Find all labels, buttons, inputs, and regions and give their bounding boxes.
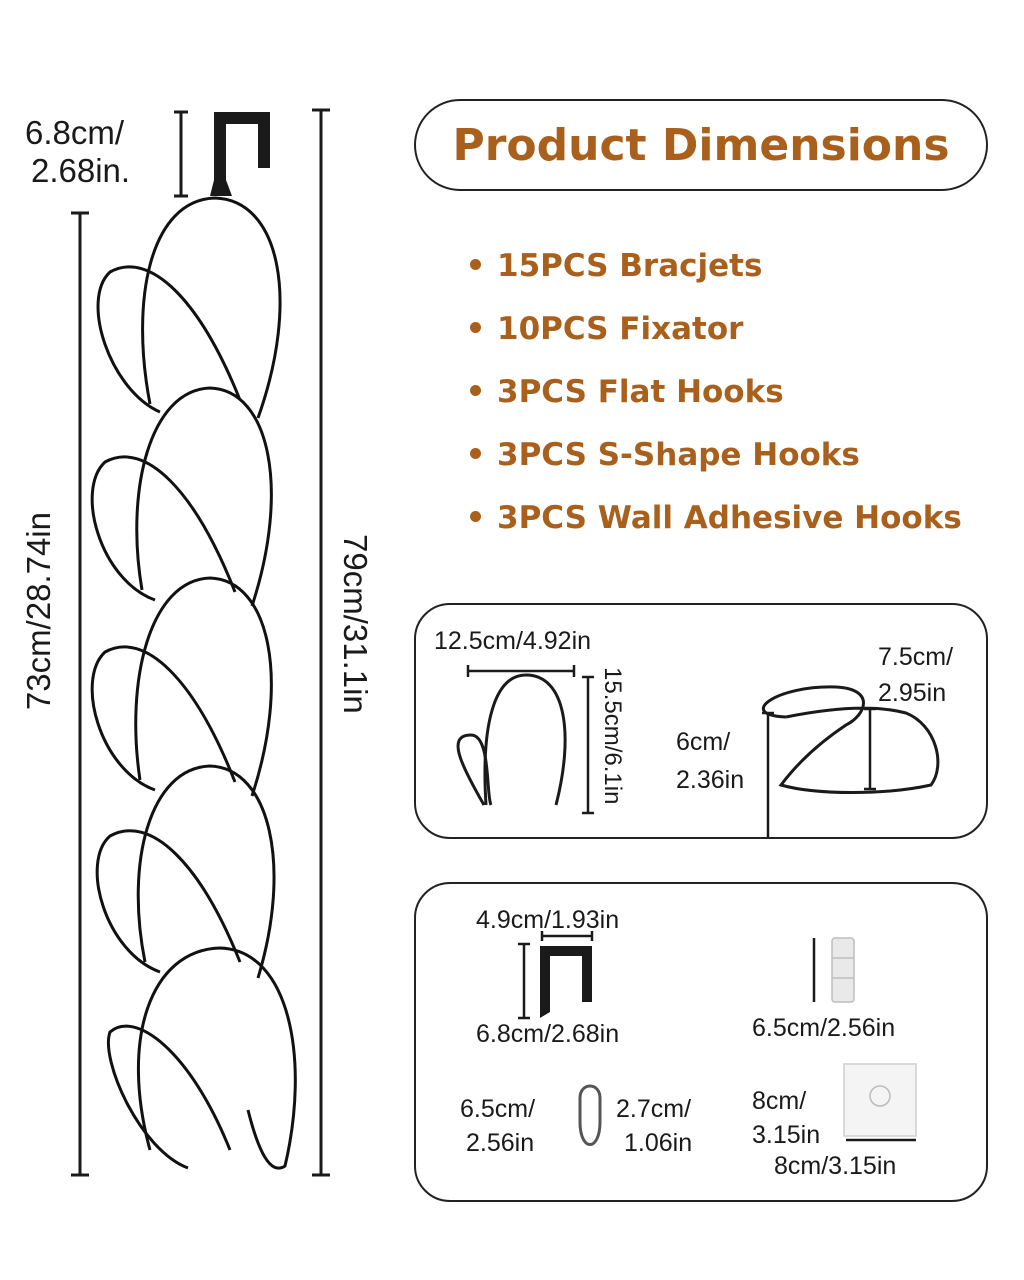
s-hook-width-label: 2.7cm/ 1.06in	[616, 1092, 692, 1160]
s-hook-height-line2: 2.56in	[466, 1129, 535, 1157]
chain-length-label: 73cm/28.74in	[20, 512, 57, 711]
clip-height-label: 6.5cm/2.56in	[752, 1014, 896, 1042]
s-hook-width-line2: 1.06in	[624, 1129, 693, 1157]
list-item: 10PCS Fixator	[470, 303, 962, 366]
bracket-drawing	[456, 665, 940, 837]
fixator-height-line2: 2.36in	[676, 766, 745, 794]
list-item: 3PCS Wall Adhesive Hooks	[470, 492, 962, 555]
fixator-width-label: 7.5cm/ 2.95in	[878, 639, 953, 711]
adhesive-height-line1: 8cm/	[752, 1087, 807, 1115]
clip-shape	[831, 937, 855, 1003]
fixator-width-line1: 7.5cm/	[878, 643, 954, 671]
title-pill: Product Dimensions	[414, 99, 988, 191]
dimension-lines	[71, 108, 330, 1177]
fixator-height-line1: 6cm/	[676, 728, 731, 756]
hook-height-line1: 6.8cm/	[25, 114, 125, 151]
flat-hook-shape	[540, 946, 592, 1018]
adhesive-width-label: 8cm/3.15in	[774, 1152, 897, 1180]
s-hook-height-line1: 6.5cm/	[460, 1095, 536, 1123]
flat-hook-width-label: 4.9cm/1.93in	[476, 906, 620, 934]
hook-height-line2: 2.68in.	[31, 152, 131, 189]
s-hook-width-line1: 2.7cm/	[616, 1095, 692, 1123]
bullet-icon	[470, 385, 481, 396]
s-hook-shape	[578, 1084, 602, 1146]
bullet-icon	[470, 448, 481, 459]
hooks-drawing	[518, 931, 917, 1146]
list-item: 3PCS Flat Hooks	[470, 366, 962, 429]
door-hook	[210, 112, 270, 196]
contents-list: 15PCS Bracjets 10PCS Fixator 3PCS Flat H…	[470, 240, 962, 555]
fixator-height-label: 6cm/ 2.36in	[676, 723, 744, 799]
bracket-panel: 12.5cm/4.92in 15.5cm/6.1in 7.5cm/ 2.95in…	[414, 603, 988, 839]
bullet-icon	[470, 322, 481, 333]
rack-drawing	[71, 108, 330, 1177]
bullet-icon	[470, 511, 481, 522]
list-item: 3PCS S-Shape Hooks	[470, 429, 962, 492]
wire-loops	[90, 196, 297, 1170]
rack-illustration: 6.8cm/ 2.68in. 73cm/28.74in 79cm/31.1in	[0, 0, 400, 1280]
bullet-icon	[470, 259, 481, 270]
hooks-panel: 4.9cm/1.93in 6.8cm/2.68in 6.5cm/2.56in 6…	[414, 882, 988, 1202]
s-hook-height-label: 6.5cm/ 2.56in	[460, 1092, 535, 1160]
adhesive-height-line2: 3.15in	[752, 1121, 821, 1149]
fixator-width-line2: 2.95in	[878, 679, 947, 707]
bracket-height-label: 15.5cm/6.1in	[599, 667, 626, 805]
adhesive-hook-shape	[843, 1063, 917, 1137]
bracket-width-label: 12.5cm/4.92in	[434, 627, 592, 655]
list-item: 15PCS Bracjets	[470, 240, 962, 303]
total-length-label: 79cm/31.1in	[337, 534, 374, 714]
flat-hook-height-label: 6.8cm/2.68in	[476, 1020, 620, 1048]
hook-height-label: 6.8cm/ 2.68in.	[25, 114, 130, 190]
adhesive-height-label: 8cm/ 3.15in	[752, 1084, 820, 1152]
page-title: Product Dimensions	[452, 119, 950, 171]
